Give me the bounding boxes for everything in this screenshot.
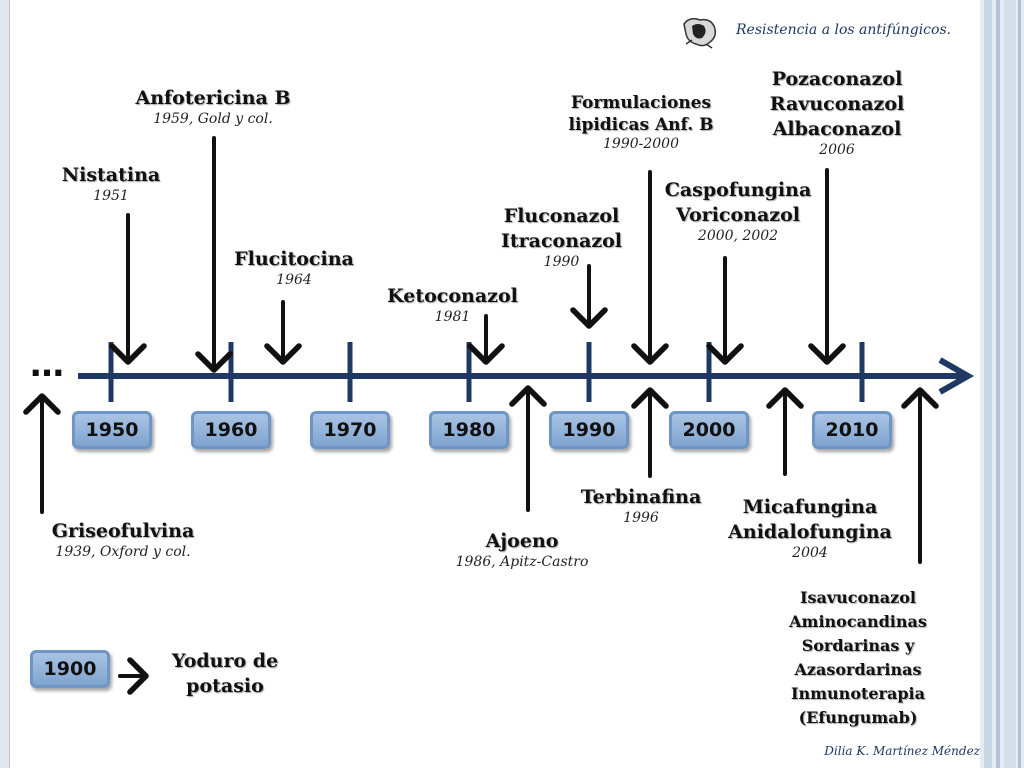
pozaconazol-line1: Pozaconazol	[771, 68, 903, 90]
fluconazol-line2: Itraconazol	[500, 230, 623, 252]
flucitocina-year: 1964	[276, 272, 312, 288]
label-yoduro: Yoduro de potasio	[150, 649, 300, 699]
pozaconazol-line2: Ravuconazol	[769, 93, 905, 115]
decade-1980: 1980	[429, 411, 509, 449]
left-frame-border	[0, 0, 10, 768]
future-item: Isavuconazol	[799, 588, 917, 607]
decade-1990: 1990	[549, 411, 629, 449]
flucitocina-name: Flucitocina	[234, 248, 354, 270]
decade-1950: 1950	[72, 411, 152, 449]
anfotericina-year: 1959, Gold y col.	[153, 111, 273, 127]
formulaciones-line2: lipidicas Anf. B	[568, 115, 714, 135]
decade-1900: 1900	[30, 650, 110, 688]
pozaconazol-line3: Albaconazol	[772, 118, 902, 140]
decade-1970: 1970	[310, 411, 390, 449]
micafungina-year: 2004	[792, 545, 828, 561]
micafungina-line1: Micafungina	[742, 496, 878, 518]
label-griseofulvina: Griseofulvina 1939, Oxford y col.	[28, 519, 218, 561]
decade-2010: 2010	[812, 411, 892, 449]
timeline-ellipsis: …	[30, 345, 64, 385]
right-frame-border	[980, 0, 1024, 768]
griseofulvina-year: 1939, Oxford y col.	[55, 544, 191, 560]
footer-author: Dilia K. Martínez Méndez	[824, 744, 980, 758]
formulaciones-year: 1990-2000	[603, 136, 679, 152]
yoduro-line2: potasio	[186, 675, 264, 697]
ajoeno-name: Ajoeno	[485, 530, 559, 552]
micafungina-line2: Anidalofungina	[728, 521, 892, 543]
ajoeno-year: 1986, Apitz-Castro	[455, 554, 589, 570]
caspofungina-line2: Voriconazol	[676, 204, 800, 226]
logo-icon	[683, 17, 717, 49]
terbinafina-name: Terbinafina	[580, 486, 702, 508]
pozaconazol-year: 2006	[819, 142, 855, 158]
caspofungina-line1: Caspofungina	[664, 179, 812, 201]
ketoconazol-name: Ketoconazol	[387, 285, 518, 307]
yoduro-line1: Yoduro de	[171, 650, 279, 672]
future-item: (Efungumab)	[798, 708, 918, 727]
label-pozaconazol: Pozaconazol Ravuconazol Albaconazol 2006	[752, 67, 922, 159]
label-caspofungina: Caspofungina Voriconazol 2000, 2002	[652, 178, 824, 245]
griseofulvina-name: Griseofulvina	[51, 520, 195, 542]
fluconazol-year: 1990	[543, 254, 580, 270]
label-formulaciones: Formulaciones lipidicas Anf. B 1990-2000	[556, 92, 726, 153]
future-item: Aminocandinas	[789, 612, 927, 631]
decade-1960: 1960	[191, 411, 271, 449]
decade-2000: 2000	[669, 411, 749, 449]
label-ajoeno: Ajoeno 1986, Apitz-Castro	[437, 529, 607, 571]
anfotericina-name: Anfotericina B	[135, 87, 291, 109]
label-fluconazol: Fluconazol Itraconazol 1990	[484, 204, 639, 271]
label-nistatina: Nistatina 1951	[41, 163, 181, 205]
label-micafungina: Micafungina Anidalofungina 2004	[710, 495, 910, 562]
label-flucitocina: Flucitocina 1964	[219, 247, 369, 289]
nistatina-name: Nistatina	[61, 164, 161, 186]
ketoconazol-year: 1981	[434, 309, 471, 325]
label-ketoconazol: Ketoconazol 1981	[375, 284, 530, 326]
header-title: Resistencia a los antifúngicos.	[736, 22, 952, 38]
nistatina-year: 1951	[93, 188, 129, 204]
caspofungina-year: 2000, 2002	[697, 228, 779, 244]
future-item: Sordarinas y	[801, 636, 915, 655]
timeline-arrowhead	[938, 357, 975, 395]
label-terbinafina: Terbinafina 1996	[561, 485, 721, 527]
future-item: Inmunoterapia	[791, 684, 925, 703]
fluconazol-line1: Fluconazol	[503, 205, 620, 227]
formulaciones-line1: Formulaciones	[570, 93, 712, 113]
future-item: Azasordarinas	[794, 660, 922, 679]
label-future-therapies: Isavuconazol Aminocandinas Sordarinas y …	[766, 586, 950, 730]
terbinafina-year: 1996	[623, 510, 659, 526]
label-anfotericina: Anfotericina B 1959, Gold y col.	[113, 86, 313, 128]
